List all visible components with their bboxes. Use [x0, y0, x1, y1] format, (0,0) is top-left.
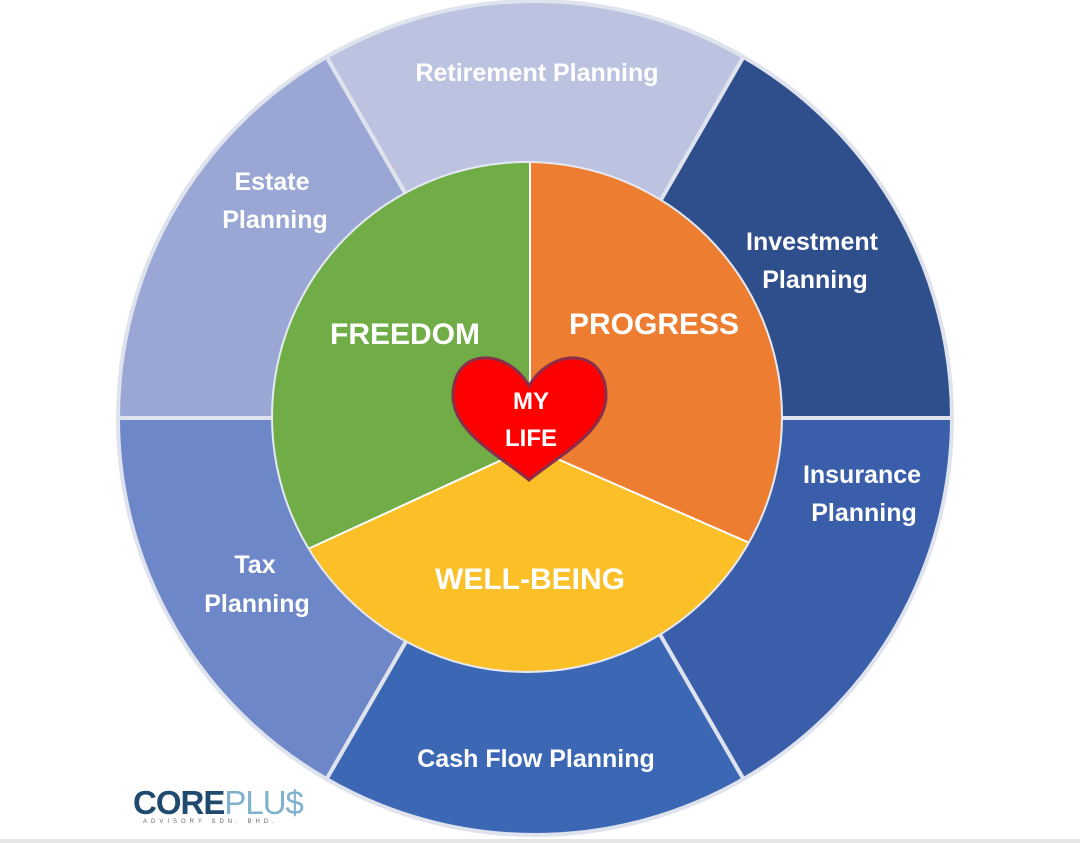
- heart-icon: [451, 356, 608, 482]
- label-insurance-line2: Planning: [811, 499, 917, 527]
- coreplus-logo: COREPLU$ ADVISORY SDN. BHD.: [133, 784, 304, 825]
- label-retirement-planning: Retirement Planning: [415, 59, 658, 87]
- label-well-being: WELL-BEING: [435, 563, 625, 596]
- label-tax-line1: Tax: [234, 551, 275, 579]
- label-estate-line2: Planning: [222, 206, 328, 234]
- label-investment-line2: Planning: [762, 266, 868, 294]
- label-investment-line1: Investment: [746, 228, 879, 256]
- label-estate-line1: Estate: [234, 168, 309, 196]
- label-tax-line2: Planning: [204, 590, 310, 618]
- label-cash-flow-planning: Cash Flow Planning: [417, 745, 655, 773]
- label-freedom: FREEDOM: [330, 318, 480, 351]
- heart-label-my: MY: [513, 388, 549, 415]
- logo-plus-text: PLU$: [224, 784, 304, 821]
- heart-label-life: LIFE: [505, 425, 557, 452]
- label-progress: PROGRESS: [569, 308, 739, 341]
- logo-core-text: CORE: [133, 784, 225, 821]
- label-insurance-line1: Insurance: [803, 461, 921, 489]
- outer-ring: [115, 0, 955, 838]
- bottom-divider: [0, 839, 1080, 843]
- logo-subtitle: ADVISORY SDN. BHD.: [143, 819, 278, 825]
